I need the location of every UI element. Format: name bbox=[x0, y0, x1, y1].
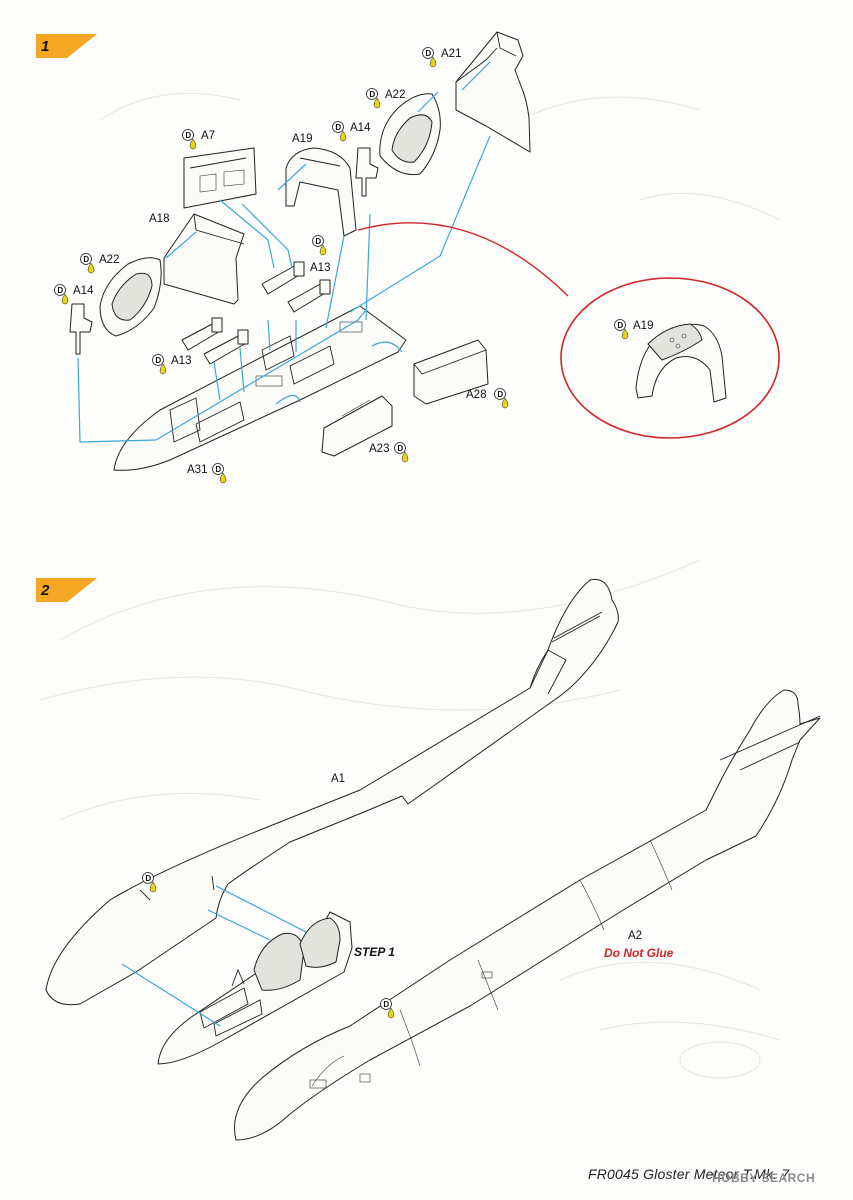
watermark: HOBBY SEARCH bbox=[712, 1171, 816, 1185]
part-a14-stick-left bbox=[69, 303, 93, 355]
glue-marker: D bbox=[142, 872, 157, 893]
glue-markers-step-2: D D bbox=[142, 872, 395, 1019]
label-a14-left: A14 bbox=[73, 285, 94, 297]
svg-text:D: D bbox=[425, 49, 431, 58]
part-a18-bulkhead bbox=[163, 213, 245, 305]
step-1-badge: 1 bbox=[36, 34, 97, 58]
glue-marker: D bbox=[332, 121, 347, 142]
svg-text:D: D bbox=[155, 356, 161, 365]
label-a19: A19 bbox=[292, 133, 312, 145]
svg-text:D: D bbox=[315, 237, 321, 246]
label-a14-top: A14 bbox=[350, 122, 371, 134]
glue-marker: D bbox=[54, 284, 69, 305]
step-2-number: 2 bbox=[40, 582, 50, 599]
label-step-1-ref: STEP 1 bbox=[354, 945, 395, 959]
label-a7: A7 bbox=[201, 130, 215, 142]
glue-marker: D bbox=[614, 319, 629, 340]
part-labels-step-1: A21 A22 A7 A19 A14 A18 A13 A22 A14 A13 A… bbox=[73, 48, 653, 476]
svg-text:D: D bbox=[369, 90, 375, 99]
part-a1-fuselage-half bbox=[45, 578, 619, 1006]
part-a23-box bbox=[321, 395, 393, 457]
svg-text:D: D bbox=[383, 1000, 389, 1009]
label-a13-left: A13 bbox=[171, 355, 191, 367]
part-a22-seat-top bbox=[379, 93, 441, 176]
glue-marker: D bbox=[366, 88, 381, 109]
label-a1: A1 bbox=[331, 773, 345, 785]
glue-markers-step-1: D D D D D D D bbox=[54, 47, 629, 484]
label-a28: A28 bbox=[466, 389, 486, 401]
part-a28-box bbox=[413, 339, 489, 405]
glue-marker: D bbox=[394, 442, 409, 463]
svg-text:D: D bbox=[335, 123, 341, 132]
step-2-badge: 2 bbox=[36, 578, 97, 602]
svg-text:D: D bbox=[497, 390, 503, 399]
glue-marker: D bbox=[182, 129, 197, 150]
glue-marker: D bbox=[212, 463, 227, 484]
glue-marker: D bbox=[80, 253, 95, 274]
glue-marker: D bbox=[380, 998, 395, 1019]
glue-marker: D bbox=[422, 47, 437, 68]
label-a19-detail: A19 bbox=[633, 320, 653, 332]
part-a19-coaming bbox=[285, 147, 357, 237]
part-a13-rails-top bbox=[261, 261, 331, 313]
part-a22-seat-left bbox=[99, 257, 162, 337]
label-a18: A18 bbox=[149, 213, 169, 225]
label-a23: A23 bbox=[369, 443, 389, 455]
svg-text:D: D bbox=[83, 255, 89, 264]
label-a21: A21 bbox=[441, 48, 461, 60]
part-a14-stick-top bbox=[355, 147, 379, 197]
assembly-arrows-step-1 bbox=[77, 61, 491, 443]
svg-text:D: D bbox=[215, 465, 221, 474]
part-a7-panel bbox=[183, 147, 257, 209]
part-labels-step-2: A1 A2 STEP 1 Do Not Glue bbox=[331, 773, 674, 960]
part-a21-bulkhead bbox=[455, 31, 531, 153]
svg-text:D: D bbox=[145, 874, 151, 883]
glue-marker: D bbox=[312, 235, 327, 256]
label-a2: A2 bbox=[628, 930, 642, 942]
glue-marker: D bbox=[494, 388, 509, 409]
svg-text:D: D bbox=[617, 321, 623, 330]
part-a31-floor bbox=[113, 305, 407, 471]
label-a31: A31 bbox=[187, 464, 207, 476]
cockpit-tub-assembly bbox=[157, 911, 353, 1065]
warning-do-not-glue: Do Not Glue bbox=[604, 946, 674, 960]
page-footer: FR0045 Gloster Meteor T.Mk. 7 bbox=[588, 1166, 790, 1182]
svg-text:D: D bbox=[397, 444, 403, 453]
part-a2-fuselage bbox=[234, 689, 821, 1141]
assembly-arrows-step-2 bbox=[121, 885, 307, 1027]
part-a13-rails-left bbox=[181, 317, 249, 365]
step-1-number: 1 bbox=[41, 38, 49, 55]
svg-text:D: D bbox=[57, 286, 63, 295]
detail-callout bbox=[357, 222, 780, 439]
label-a13-top: A13 bbox=[310, 262, 330, 274]
label-a22-left: A22 bbox=[99, 254, 119, 266]
glue-marker: D bbox=[152, 354, 167, 375]
label-a22-top: A22 bbox=[385, 89, 405, 101]
svg-text:D: D bbox=[185, 131, 191, 140]
